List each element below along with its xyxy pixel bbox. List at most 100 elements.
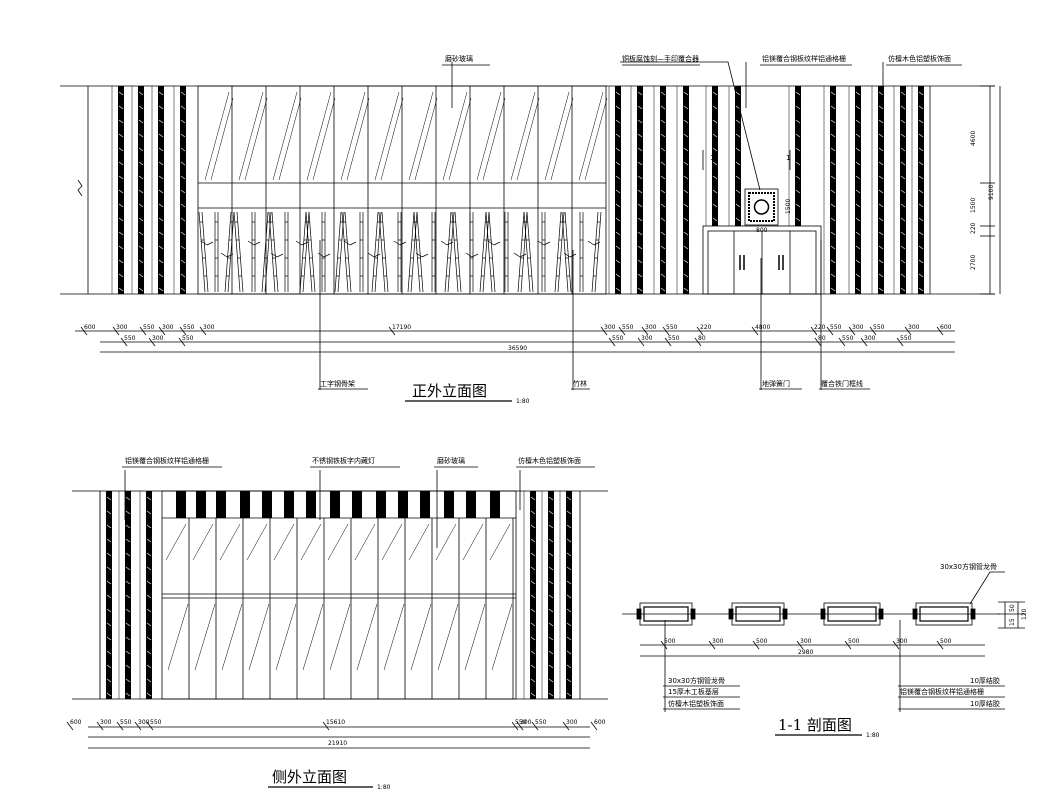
grille-bar-mark bbox=[900, 161, 906, 166]
label-frosted-glass: 磨砂玻璃 bbox=[445, 54, 473, 63]
grille-bar-mark bbox=[830, 245, 836, 250]
dim-tick bbox=[708, 640, 716, 650]
grille-bar-mark bbox=[878, 119, 884, 124]
section-dim-ticks bbox=[660, 640, 944, 650]
dim-value: 600 bbox=[940, 324, 952, 331]
grille-bar bbox=[548, 491, 554, 699]
grille-bar-mark bbox=[548, 664, 554, 669]
dim-value: 550 bbox=[124, 335, 136, 342]
grille-bar-mark bbox=[566, 608, 572, 613]
grille-bar-mark bbox=[530, 594, 536, 599]
bamboo-stalk bbox=[444, 211, 452, 293]
grille-bar-mark bbox=[660, 287, 666, 292]
grille-bar-mark bbox=[158, 259, 164, 264]
dim-value: 300 bbox=[520, 719, 532, 726]
copper-emblem-pattern bbox=[748, 192, 775, 222]
side-dim-total: 21910 bbox=[328, 740, 347, 747]
dim-value: 550 bbox=[183, 324, 195, 331]
grille-bar-mark bbox=[566, 552, 572, 557]
dim-value: 300 bbox=[645, 324, 657, 331]
grille-bar-mark bbox=[138, 245, 144, 250]
grille-bar-mark bbox=[106, 496, 112, 501]
grille-bar-mark bbox=[158, 287, 164, 292]
grille-bar-mark bbox=[530, 566, 536, 571]
label-wood-grain-facing: 仿檀木色铝塑板饰面 bbox=[888, 54, 951, 63]
side-glass-hatch bbox=[167, 603, 189, 671]
front-right-grille bbox=[608, 86, 924, 294]
bamboo-stalk bbox=[517, 211, 525, 293]
grille-bar-mark bbox=[106, 552, 112, 557]
grille-bar-mark bbox=[158, 133, 164, 138]
grille-bar-mark bbox=[712, 119, 718, 124]
grille-bar-mark bbox=[683, 133, 689, 138]
front-glass-mullions bbox=[231, 86, 573, 294]
grille-bar-mark bbox=[830, 231, 836, 236]
grille-bar bbox=[615, 86, 621, 294]
dim-tick bbox=[120, 337, 128, 347]
grille-bar-mark bbox=[637, 203, 643, 208]
sign-band-bar bbox=[284, 491, 294, 518]
bamboo-stalk-edge bbox=[594, 211, 602, 293]
section-1-1 bbox=[622, 571, 1025, 736]
grille-bar-mark bbox=[637, 175, 643, 180]
grille-bar-mark bbox=[900, 105, 906, 110]
grille-bar-mark bbox=[683, 161, 689, 166]
grille-bar bbox=[712, 86, 718, 226]
grille-bar-mark bbox=[795, 175, 801, 180]
grille-bar-mark bbox=[878, 217, 884, 222]
grille-bar-mark bbox=[712, 203, 718, 208]
grille-bar-mark bbox=[918, 91, 924, 96]
grille-bar-mark bbox=[146, 678, 152, 683]
side-elevation-labels: 铝镁覆合钢板纹样铝通格栅 不锈钢铁板字内藏灯 磨砂玻璃 仿檀木色铝塑板饰面 侧外… bbox=[70, 456, 606, 791]
grille-bar-mark bbox=[918, 259, 924, 264]
dim-value: 300 bbox=[712, 638, 724, 645]
dim-tick bbox=[608, 337, 616, 347]
grille-bar-mark bbox=[878, 189, 884, 194]
copper-emblem-center bbox=[753, 199, 770, 215]
sign-band-bar bbox=[262, 491, 272, 518]
grille-bar-mark bbox=[138, 133, 144, 138]
grille-bar-mark bbox=[125, 496, 131, 501]
grille-bar-mark bbox=[548, 608, 554, 613]
front-elevation-labels: 磨砂玻璃 铜板腐蚀刻—手印覆合器 铝镁覆合钢板纹样铝通格栅 仿檀木色铝塑板饰面 … bbox=[84, 54, 995, 405]
glass-hatch bbox=[442, 91, 468, 181]
grille-bar-mark bbox=[146, 594, 152, 599]
dim-value: 220 bbox=[700, 324, 712, 331]
grille-bar-mark bbox=[138, 189, 144, 194]
bamboo-stalk bbox=[591, 211, 599, 293]
sign-band-bar bbox=[216, 491, 226, 518]
bamboo-stalk-edge bbox=[302, 211, 310, 293]
grille-bar-mark bbox=[637, 105, 643, 110]
grille-bar-mark bbox=[158, 231, 164, 236]
section-tube-right bbox=[690, 608, 696, 620]
grille-bar-mark bbox=[855, 189, 861, 194]
side-glass-hatch bbox=[165, 523, 187, 561]
dim-value: 500 bbox=[756, 638, 768, 645]
grille-bar-mark bbox=[125, 566, 131, 571]
grille-bar-mark bbox=[830, 203, 836, 208]
grille-bar-mark bbox=[548, 524, 554, 529]
grille-bar-mark bbox=[660, 217, 666, 222]
grille-bar-mark bbox=[118, 161, 124, 166]
dim-value: 550 bbox=[182, 335, 194, 342]
grille-bar-mark bbox=[900, 175, 906, 180]
grille-bar-mark bbox=[615, 119, 621, 124]
dim-value: 550 bbox=[622, 324, 634, 331]
grille-bar-mark bbox=[158, 189, 164, 194]
side-label-wood-grain: 仿檀木色铝塑板饰面 bbox=[518, 456, 581, 465]
side-glass-hatch bbox=[273, 523, 295, 561]
grille-bar-mark bbox=[683, 287, 689, 292]
grille-bar-mark bbox=[660, 161, 666, 166]
grille-bar-mark bbox=[683, 217, 689, 222]
dim-tick bbox=[892, 640, 900, 650]
dim-tick bbox=[826, 326, 834, 336]
glass-hatch bbox=[550, 97, 574, 181]
grille-bar-mark bbox=[878, 133, 884, 138]
grille-bar-mark bbox=[683, 245, 689, 250]
grille-bar bbox=[795, 86, 801, 226]
bamboo-stalk-edge bbox=[526, 211, 534, 293]
grille-bar-mark bbox=[918, 147, 924, 152]
grille-bar-mark bbox=[106, 608, 112, 613]
grille-bar-mark bbox=[125, 692, 131, 697]
